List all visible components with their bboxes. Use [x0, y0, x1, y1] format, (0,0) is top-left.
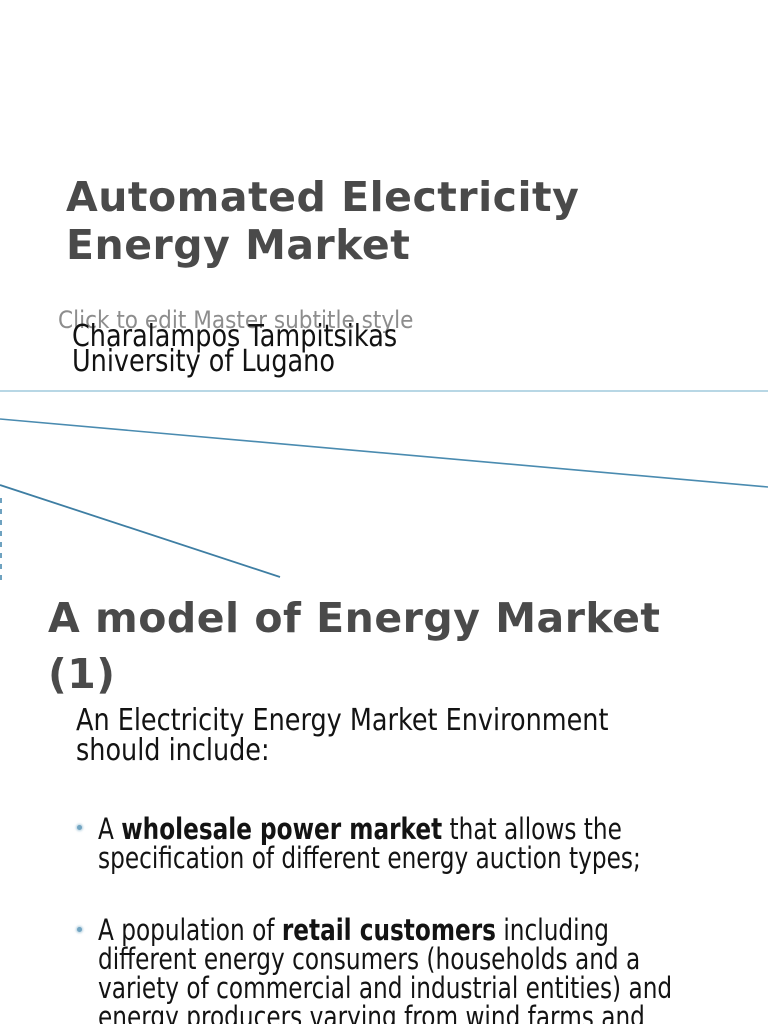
text-segment: different energy consumers (households a…: [98, 942, 641, 976]
text-line: Energy Market: [66, 221, 411, 269]
text-line: variety of commercial and industrial ent…: [98, 974, 672, 1003]
text-segment: specification of different energy auctio…: [98, 841, 641, 875]
text-segment: A population of: [98, 913, 282, 947]
bullet-text: A population of retail customers includi…: [98, 916, 672, 1024]
text-line: An Electricity Energy Market Environment: [76, 703, 609, 738]
text-line: energy producers varying from wind farms…: [98, 1003, 672, 1024]
text-segment: that allows the: [442, 812, 622, 846]
text-line: University of Lugano: [72, 344, 335, 379]
text-segment: energy producers varying from wind farms…: [98, 1000, 645, 1024]
text-line: A wholesale power market that allows the: [98, 815, 641, 844]
master-subtitle-placeholder: Click to edit Master subtitle style: [58, 306, 414, 334]
bold-text-segment: retail customers: [281, 913, 496, 947]
text-line: Automated Electricity: [66, 173, 580, 221]
text-segment: variety of commercial and industrial ent…: [98, 971, 673, 1005]
text-line: different energy consumers (households a…: [98, 945, 672, 974]
page-divider-line: [0, 390, 768, 392]
text-line: Charalampos Tampitsikas: [72, 319, 398, 354]
slide-2-intro-text: An Electricity Energy Market Environment…: [76, 706, 608, 766]
text-segment: including: [495, 913, 610, 947]
bullet-dot-icon: [77, 927, 82, 932]
bold-text-segment: wholesale power market: [121, 812, 443, 846]
bullet-item-retail-customers: A population of retail customers includi…: [77, 916, 768, 1024]
text-line: should include:: [76, 733, 270, 768]
text-line: (1): [48, 650, 116, 698]
bullet-text: A wholesale power market that allows the…: [98, 815, 641, 873]
bullet-dot-icon: [77, 825, 82, 830]
slide-2-title: A model of Energy Market (1): [48, 590, 661, 702]
bullet-item-wholesale-power-market: A wholesale power market that allows the…: [77, 815, 768, 873]
diagonal-line-shallow: [0, 418, 768, 488]
text-line: A model of Energy Market: [48, 594, 661, 642]
text-line: specification of different energy auctio…: [98, 844, 641, 873]
text-segment: A: [98, 812, 122, 846]
text-line: A population of retail customers includi…: [98, 916, 672, 945]
diagonal-line-steep: [0, 484, 281, 578]
